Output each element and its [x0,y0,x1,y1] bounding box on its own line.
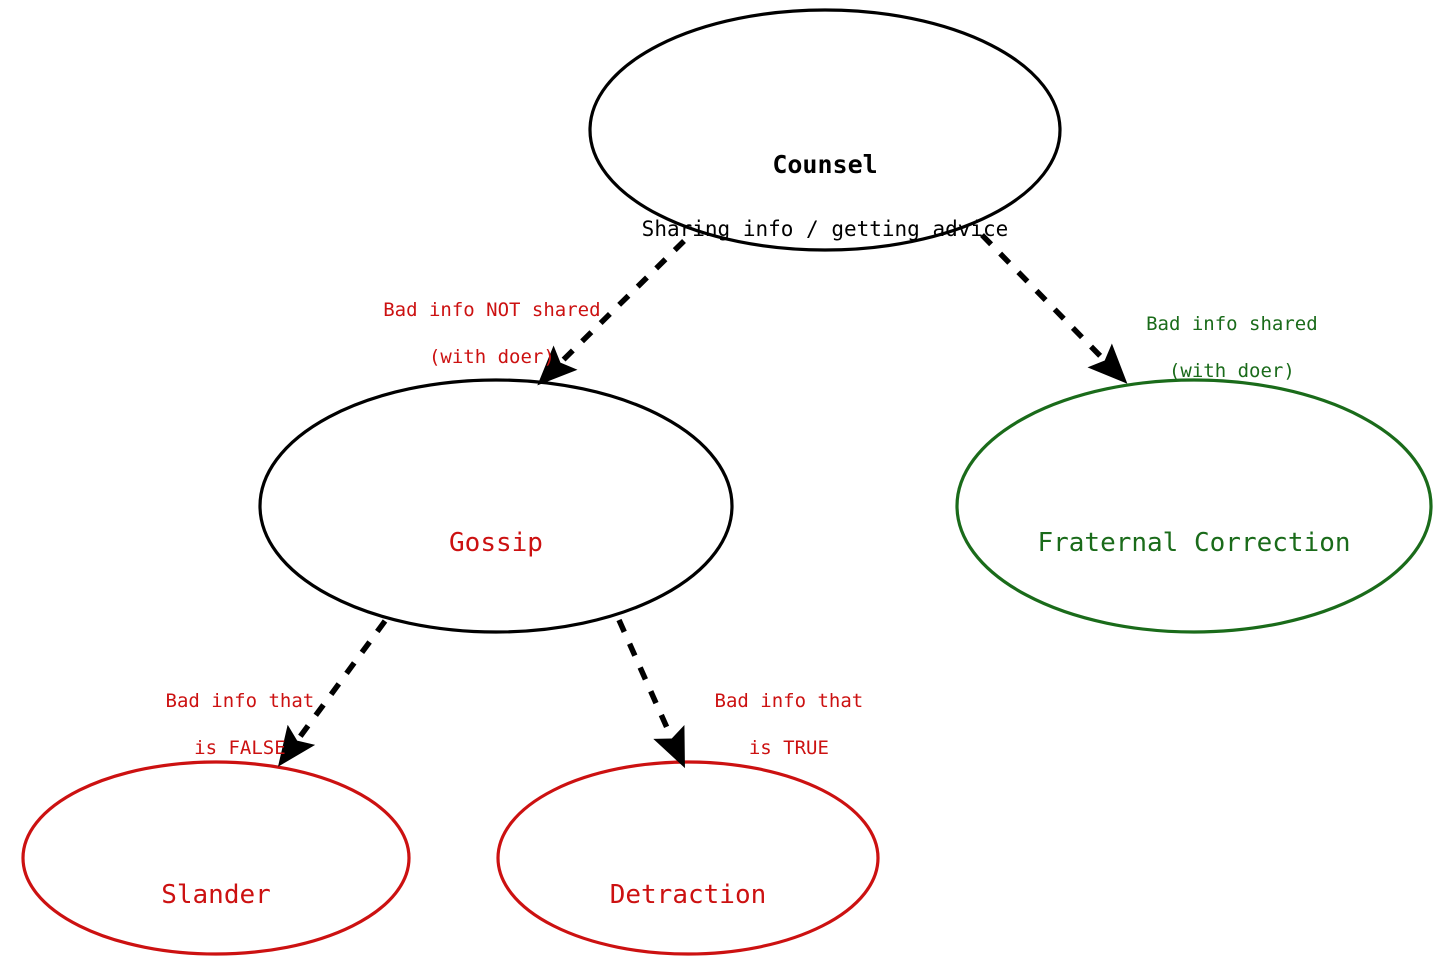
node-ellipse-gossip[interactable] [258,378,734,634]
node-ellipse-slander[interactable] [21,760,411,956]
node-ellipse-detraction[interactable] [496,760,880,956]
node-ellipse-counsel[interactable] [588,8,1062,252]
edge-line-counsel-to-fraternal-correction [980,233,1128,384]
edge-line-gossip-to-slander [277,619,388,767]
edge-line-gossip-to-detraction [616,618,685,769]
edge-line-counsel-to-gossip [537,239,686,386]
node-ellipse-fraternal-correction[interactable] [955,378,1433,634]
